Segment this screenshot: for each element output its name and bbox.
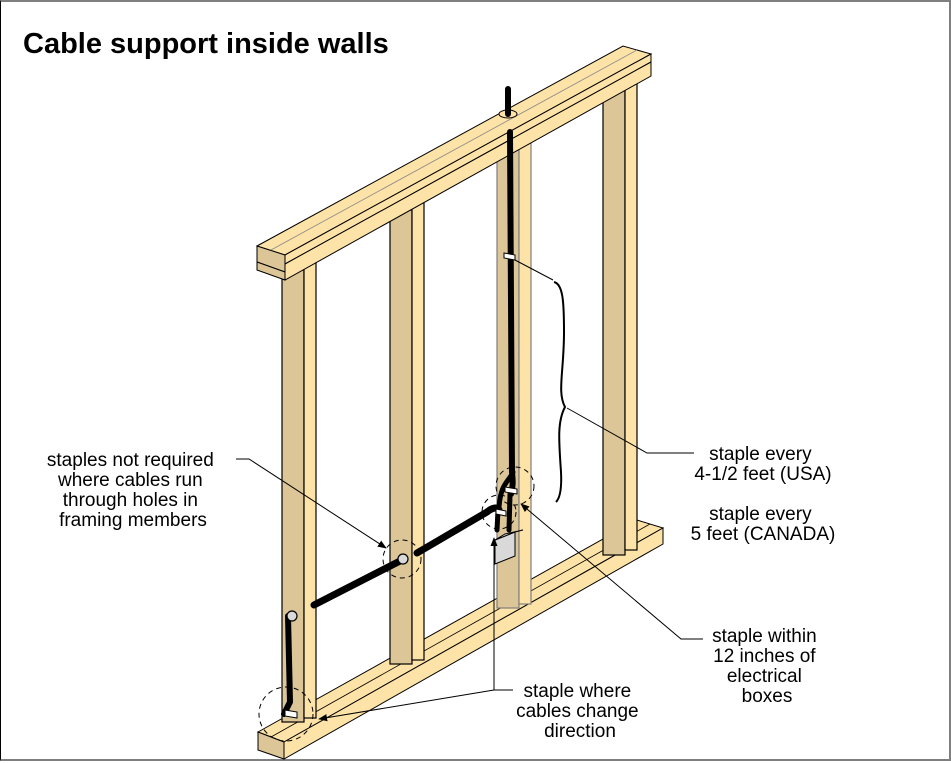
stud-right	[602, 79, 638, 556]
label-boxes: staple within 12 inches of electrical bo…	[712, 626, 822, 707]
diagram-title: Cable support inside walls	[23, 28, 389, 60]
stud-middle	[389, 199, 425, 665]
electrical-box	[494, 529, 524, 565]
top-plate	[255, 45, 653, 281]
leader-lines	[236, 259, 703, 722]
cable-hole-middle	[397, 553, 409, 565]
label-no-staples: staples not required where cables run th…	[47, 450, 219, 531]
spacing-brace	[553, 281, 567, 503]
highlight-circles	[258, 466, 535, 742]
label-usa: staple every 4-1/2 feet (USA)	[694, 444, 831, 485]
staples	[284, 252, 518, 719]
label-direction: staple where cables change direction	[516, 681, 644, 742]
label-canada: staple every 5 feet (CANADA)	[691, 504, 836, 545]
cable-hole-left	[286, 610, 298, 622]
